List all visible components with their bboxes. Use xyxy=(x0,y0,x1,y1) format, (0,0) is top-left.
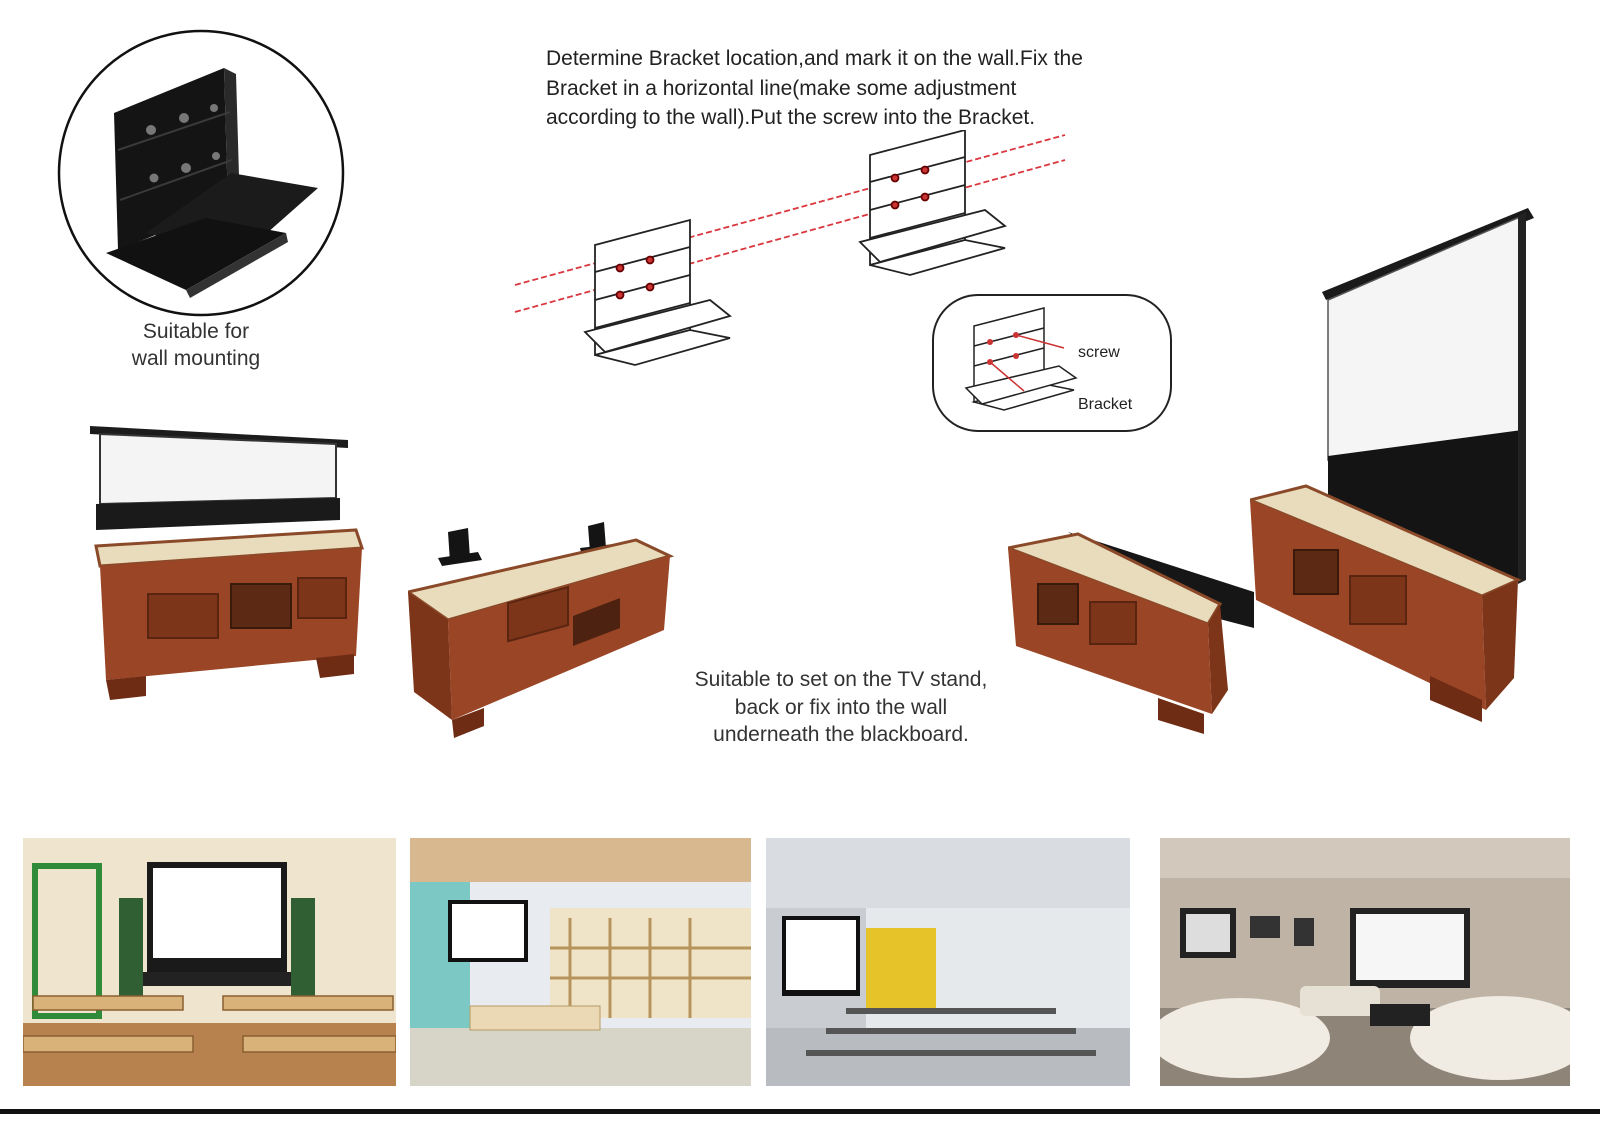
instruction-text: Determine Bracket location,and mark it o… xyxy=(546,47,1083,129)
bottom-divider xyxy=(0,1109,1600,1114)
stand-with-raised-screen xyxy=(86,418,376,703)
tv-stand-caption: Suitable to set on the TV stand, back or… xyxy=(694,668,988,746)
kindergarten-photo xyxy=(410,838,751,1086)
bracket-label: Bracket xyxy=(1078,396,1133,413)
bracket-closeup-circle xyxy=(56,28,346,318)
home-theater-photo xyxy=(1160,838,1570,1086)
stand-with-raised-screen-large xyxy=(1250,200,1540,730)
screw-detail-callout: screw Bracket xyxy=(932,294,1172,432)
screw-label: screw xyxy=(1078,344,1120,361)
bracket-alignment-diagram xyxy=(510,130,1070,370)
stand-with-rear-screen xyxy=(1008,528,1258,743)
stand-with-brackets xyxy=(408,520,688,740)
conference-room-photo xyxy=(766,838,1130,1086)
classroom-photo xyxy=(23,838,396,1086)
wall-mounting-caption: Suitable for wall mounting xyxy=(131,320,261,370)
